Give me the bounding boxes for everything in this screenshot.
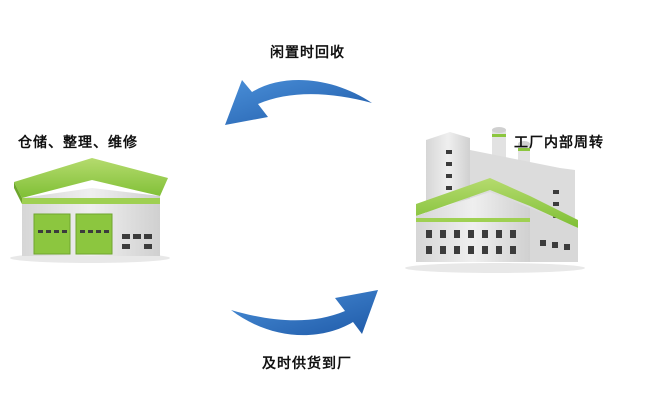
label-idle-recycle: 闲置时回收	[270, 45, 345, 61]
label-timely-supply: 及时供货到厂	[262, 356, 352, 372]
warehouse-building	[10, 158, 170, 263]
label-factory-turnover: 工厂内部周转	[514, 135, 604, 151]
label-storage-repair: 仓储、整理、维修	[18, 135, 138, 151]
factory-building	[405, 127, 585, 273]
supply-arrow-bottom	[231, 290, 378, 336]
recycle-arrow-top	[225, 80, 372, 125]
